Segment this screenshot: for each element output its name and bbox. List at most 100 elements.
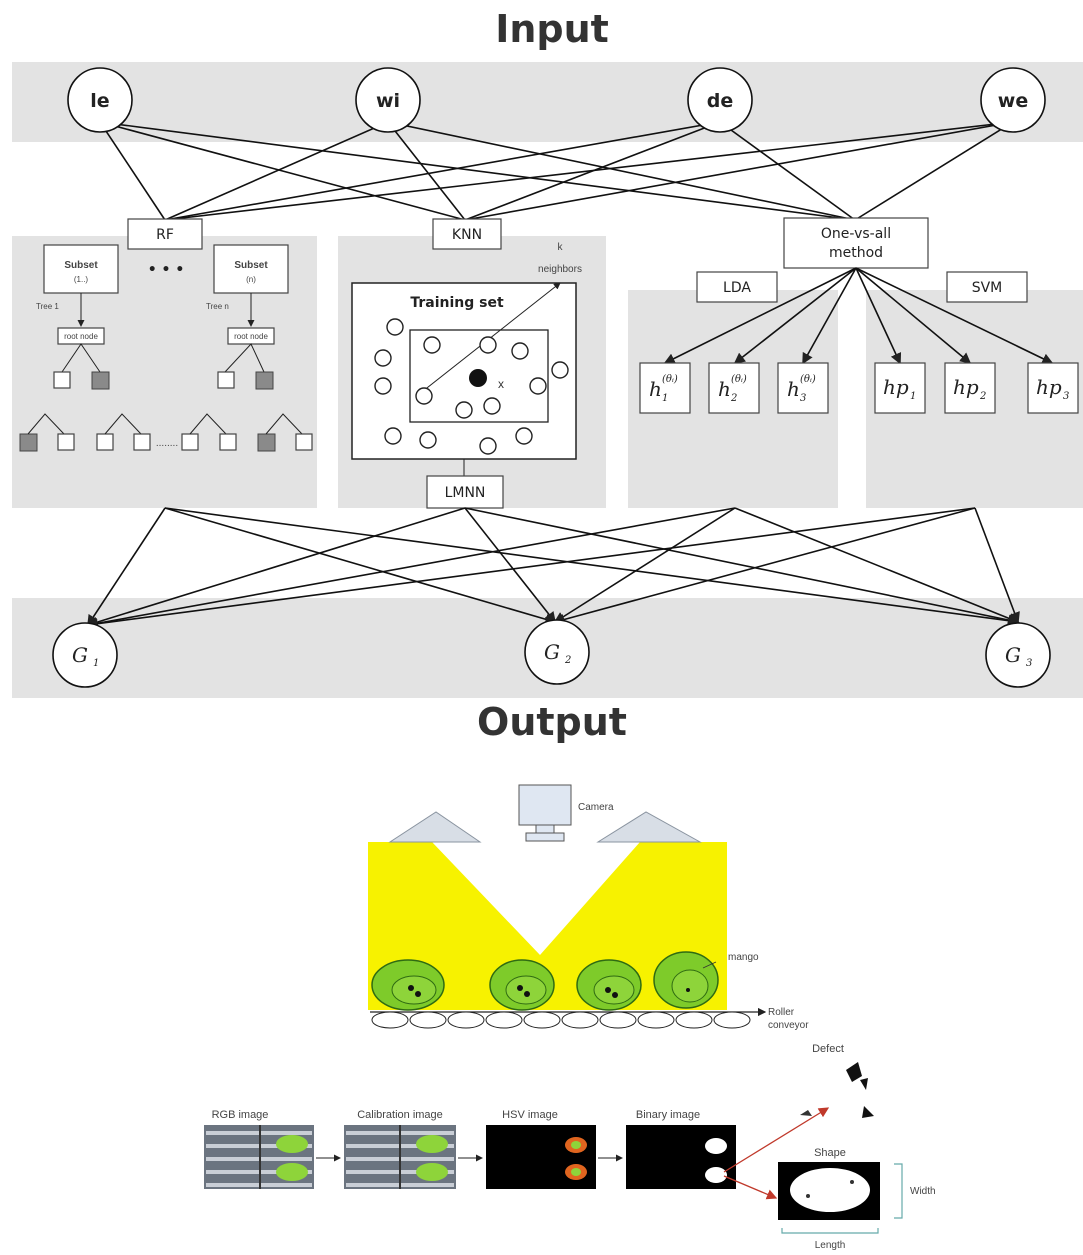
hsv-image-thumbnail [486,1125,596,1189]
output-node-g2: G 2 [524,619,590,685]
rf-box [127,218,203,250]
roller-label-1: Roller [768,1007,795,1018]
subset-left-sub: (1..) [74,275,89,284]
tree-left-label: Tree 1 [36,302,59,311]
svg-text:1: 1 [910,391,916,402]
svg-text:hp: hp [1036,375,1062,399]
output-node-g3: G 3 [985,622,1051,688]
svg-text:hp: hp [883,375,909,399]
subset-right-label: Subset [234,260,268,271]
input-node-wi: wi [355,67,421,133]
k-neighbors-label-1: k [558,242,564,253]
rollers [371,1011,751,1029]
shape-arrow [723,1175,778,1200]
svg-text:3: 3 [800,393,806,404]
lmnn-label: LMNN [445,485,486,501]
input-label-wi: wi [376,90,400,112]
rf-trees: Subset (1..) Subset (n) • • • Tree 1 Tre… [19,244,313,452]
lamp-left-icon [388,811,482,843]
image-pipeline: RGB image Calibration image HSV image Bi… [204,1043,936,1251]
output-title: Output [477,700,627,744]
one-vs-all-label-1: One-vs-all [821,226,891,242]
svg-text:2: 2 [730,393,737,404]
mango-row [371,951,719,1011]
one-vs-all-box [783,217,929,269]
subset-right-sub: (n) [246,275,256,284]
rf-label: RF [156,227,174,243]
camera-icon [518,784,572,842]
svg-text:G: G [544,640,560,664]
rf-leaf-dots: ........ [156,438,178,449]
svg-text:3: 3 [1063,391,1069,402]
lda-output-2: h 2 (θᵢ) [708,362,760,414]
stage-label-binary: Binary image [636,1109,700,1121]
tree-right-label: Tree n [206,302,229,311]
lda-output-1: h 1 (θᵢ) [639,362,691,414]
k-neighbors-label-2: neighbors [538,264,582,275]
width-bracket [894,1163,903,1219]
width-label: Width [910,1186,936,1197]
svg-text:(θᵢ): (θᵢ) [731,374,747,385]
shape-label: Shape [814,1147,846,1159]
svg-text:2: 2 [564,655,571,666]
input-connections [99,121,1014,221]
svg-text:2: 2 [979,391,986,402]
light-beam [368,842,727,1010]
training-set-label: Training set [410,295,504,311]
one-vs-all-label-2: method [829,245,883,261]
output-node-g1: G 1 [52,622,118,688]
one-vs-all-connections [663,267,1054,365]
svm-label: SVM [972,280,1003,296]
roller-label-2: conveyor [768,1020,809,1031]
length-label: Length [815,1240,846,1251]
knn-x-label: x [498,377,504,391]
knn-label: KNN [452,227,482,243]
input-node-le: le [67,67,133,133]
knn-box [432,218,502,250]
conveyor-illustration: Camera mango Roller conveyor [368,784,809,1031]
svg-text:1: 1 [93,658,99,669]
lmnn-box [426,475,504,509]
rf-ellipsis: • • • [148,262,185,278]
input-label-le: le [90,90,109,112]
input-label-we: we [998,90,1028,112]
camera-label: Camera [578,802,614,813]
svg-text:3: 3 [1026,658,1032,669]
svg-text:h: h [649,377,662,401]
svg-text:h: h [787,377,800,401]
svm-output-1: hp 1 [874,362,926,414]
shape-image-thumbnail [778,1162,880,1220]
length-bracket [781,1228,879,1234]
input-node-we: we [980,67,1046,133]
svm-output-3: hp 3 [1027,362,1079,414]
stage-label-hsv: HSV image [502,1109,558,1121]
defect-label: Defect [812,1043,844,1055]
stage-label-rgb: RGB image [212,1109,269,1121]
lda-label: LDA [723,280,751,296]
binary-image-thumbnail [626,1125,736,1189]
svg-text:1: 1 [662,393,668,404]
input-title: Input [495,7,609,51]
svg-text:(θᵢ): (θᵢ) [800,374,816,385]
knn-training-set: Training set k neighbors x [351,242,582,478]
lamp-right-icon [596,811,702,843]
root-node-left-label: root node [64,332,98,341]
defect-arrow [723,1107,830,1173]
input-label-de: de [707,90,734,112]
defect-icon [800,1062,874,1118]
input-band [12,62,1083,142]
svg-text:G: G [72,643,88,667]
subset-left-label: Subset [64,260,98,271]
svg-text:G: G [1005,643,1021,667]
calibration-image-thumbnail [344,1125,456,1189]
output-connections [86,507,1020,630]
stage-label-calibration: Calibration image [357,1109,443,1121]
rgb-image-thumbnail [204,1125,314,1189]
svm-box [946,271,1028,303]
subset-box-right [213,244,289,294]
svg-text:hp: hp [953,375,979,399]
lda-box [696,271,778,303]
svg-text:(θᵢ): (θᵢ) [662,374,678,385]
svm-output-2: hp 2 [944,362,996,414]
